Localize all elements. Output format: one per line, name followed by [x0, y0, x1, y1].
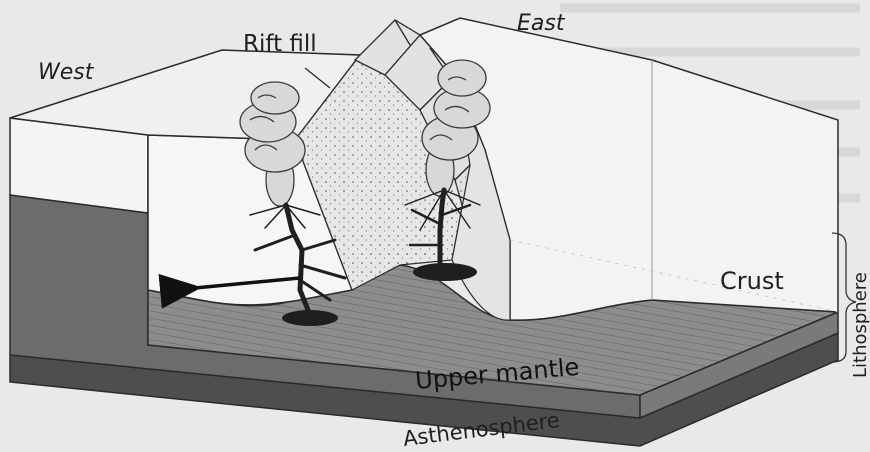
crust-label: Crust [720, 267, 784, 295]
rift-fill-label: Rift fill [243, 31, 317, 57]
west-label: West [38, 60, 95, 85]
west-magma-chamber [282, 310, 338, 326]
east-label: East [517, 11, 566, 36]
lithosphere-label: Lithosphere [850, 272, 870, 378]
east-magma-chamber [413, 263, 477, 281]
